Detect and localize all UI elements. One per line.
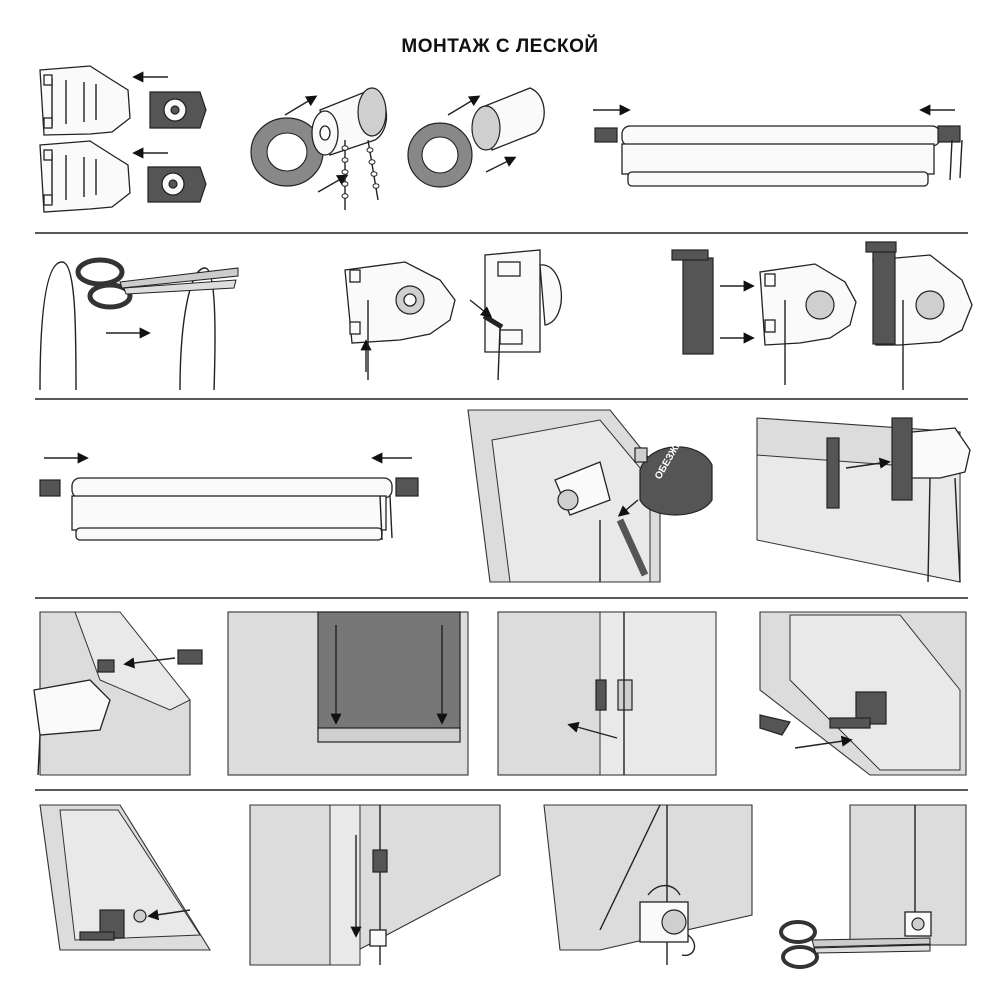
bead-chain: [341, 139, 380, 210]
step-5-cut-line: [39, 257, 239, 391]
step-6-thread-bracket: [344, 249, 563, 381]
step-15-insert-screw: [39, 804, 211, 951]
step-7-tape-bracket: [671, 241, 973, 390]
page-title: МОНТАЖ С ЛЕСКОЙ: [401, 36, 599, 57]
step-16-route-line: [249, 804, 501, 966]
step-18-trim-line: [779, 804, 967, 969]
step-10-tape-on-frame: [756, 417, 971, 583]
step-4-roller-assembly: [593, 104, 963, 187]
degreaser-bottle: ОБЕЗЖИР: [634, 432, 713, 516]
step-9-degrease-frame: ОБЕЗЖИР: [467, 409, 713, 583]
step-2-washer-control: [250, 87, 388, 210]
step-1-bracket-parts: [39, 65, 207, 213]
step-11-attach-bracket: [33, 611, 203, 776]
step-8-mount-tube: [39, 452, 419, 541]
step-17-tension-screw: [543, 804, 753, 965]
scissors-icon: [75, 257, 239, 310]
step-13-pull-line: [497, 611, 717, 776]
scissors-icon: [779, 920, 931, 969]
step-14-bottom-fixture: [759, 611, 967, 776]
step-12-lower-blind: [227, 611, 469, 776]
step-3-washer-plug: [407, 87, 545, 188]
